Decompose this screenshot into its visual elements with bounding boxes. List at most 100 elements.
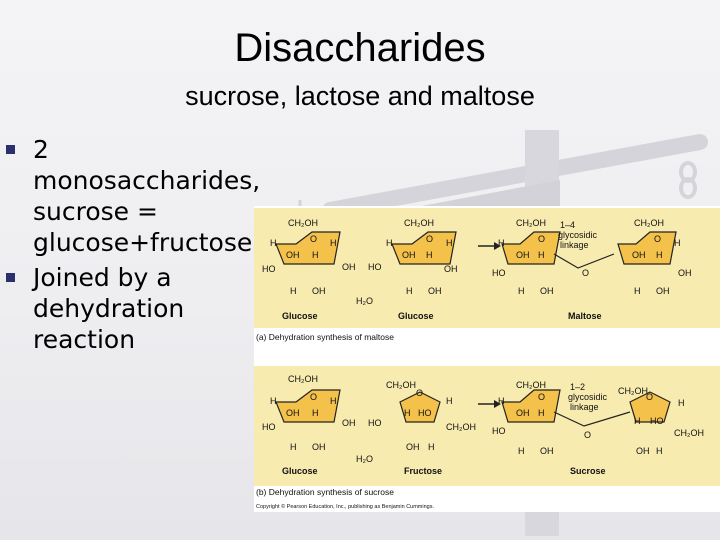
svg-text:O: O (646, 392, 653, 402)
panel-a-linkage-line3: linkage (560, 240, 589, 250)
svg-text:H₂O: H₂O (356, 296, 373, 306)
panel-a-caption: (a) Dehydration synthesis of maltose (256, 332, 394, 342)
panel-b-linkage-line3: linkage (570, 402, 599, 412)
svg-text:H: H (538, 250, 545, 260)
svg-text:OH: OH (402, 250, 416, 260)
svg-text:CH₂OH: CH₂OH (288, 218, 318, 228)
svg-text:OH: OH (286, 408, 300, 418)
svg-text:H: H (446, 396, 453, 406)
panel-a-structures (275, 231, 677, 269)
panel-a-name-1: Glucose (282, 311, 318, 321)
bullet-text: 2 monosaccharides, sucrose = glucose+fru… (33, 135, 261, 257)
svg-text:OH: OH (516, 408, 530, 418)
svg-text:H: H (290, 286, 297, 296)
copyright-text: Copyright © Pearson Education, Inc., pub… (256, 503, 434, 510)
svg-text:HO: HO (492, 426, 506, 436)
svg-text:H: H (538, 408, 545, 418)
panel-b-linkage-line1: 1–2 (570, 382, 585, 392)
svg-text:OH: OH (516, 250, 530, 260)
svg-text:O: O (416, 388, 423, 398)
svg-text:OH: OH (312, 286, 326, 296)
reaction-arrowhead-icon (494, 400, 501, 408)
panel-a-name-3: Maltose (568, 311, 602, 321)
slide-subtitle: sucrose, lactose and maltose (185, 81, 535, 111)
panel-b-structures (275, 389, 671, 427)
panel-b-caption: (b) Dehydration synthesis of sucrose (256, 487, 394, 497)
svg-text:H: H (312, 250, 319, 260)
dehydration-synthesis-figure: CH₂OH CH₂OH CH₂OH CH₂OH O O O O H H H H H H O… (254, 206, 720, 512)
svg-text:H: H (312, 408, 319, 418)
svg-text:CH₂OH: CH₂OH (634, 218, 664, 228)
svg-text:H: H (406, 286, 413, 296)
svg-text:HO: HO (650, 416, 664, 426)
svg-text:O: O (654, 234, 661, 244)
svg-text:OH: OH (632, 250, 646, 260)
svg-text:OH: OH (312, 442, 326, 452)
svg-text:H: H (330, 238, 337, 248)
svg-text:O: O (310, 234, 317, 244)
svg-text:H: H (498, 238, 505, 248)
svg-text:O: O (582, 268, 589, 278)
reaction-diagram: CH₂OH CH₂OH CH₂OH CH₂OH O O O O H H H H H H O… (254, 208, 720, 510)
bullet-text: Joined by a dehydration reaction (33, 263, 185, 354)
svg-text:CH₂OH: CH₂OH (404, 218, 434, 228)
svg-text:O: O (310, 392, 317, 402)
svg-text:OH: OH (406, 442, 420, 452)
svg-text:OH: OH (286, 250, 300, 260)
svg-text:HO: HO (262, 422, 276, 432)
svg-text:H: H (426, 250, 433, 260)
panel-b-name-2: Fructose (404, 466, 442, 476)
bullet-item: 2 monosaccharides, sucrose = glucose+fru… (6, 134, 260, 258)
svg-text:OH: OH (342, 418, 356, 428)
svg-text:H: H (518, 286, 525, 296)
svg-text:O: O (538, 234, 545, 244)
svg-text:H: H (498, 396, 505, 406)
reaction-arrowhead-icon (494, 242, 501, 250)
square-bullet-icon (6, 273, 15, 282)
panel-b-labels: CH₂OH CH₂OH CH₂OH CH₂OH O O O O H H H H H OH H… (262, 374, 704, 464)
svg-text:CH₂OH: CH₂OH (446, 422, 476, 432)
svg-text:H: H (678, 398, 685, 408)
svg-text:H₂O: H₂O (356, 454, 373, 464)
panel-b-background (254, 366, 720, 486)
svg-text:HO: HO (418, 408, 432, 418)
svg-text:CH₂OH: CH₂OH (386, 380, 416, 390)
square-bullet-icon (6, 145, 15, 154)
svg-text:OH: OH (342, 262, 356, 272)
panel-a-linkage-line2: glycosidic (558, 230, 598, 240)
svg-text:OH: OH (540, 286, 554, 296)
svg-text:OH: OH (428, 286, 442, 296)
slide-title: Disaccharides (234, 26, 486, 70)
svg-text:H: H (656, 446, 663, 456)
svg-text:H: H (518, 446, 525, 456)
svg-text:H: H (404, 408, 411, 418)
svg-text:CH₂OH: CH₂OH (618, 386, 648, 396)
svg-text:O: O (538, 392, 545, 402)
svg-text:O: O (426, 234, 433, 244)
svg-text:H: H (386, 238, 393, 248)
svg-text:HO: HO (368, 418, 382, 428)
svg-text:OH: OH (540, 446, 554, 456)
svg-text:CH₂OH: CH₂OH (516, 380, 546, 390)
svg-text:HO: HO (262, 264, 276, 274)
svg-text:H: H (270, 396, 277, 406)
svg-text:OH: OH (656, 286, 670, 296)
svg-text:OH: OH (678, 268, 692, 278)
svg-text:H: H (270, 238, 277, 248)
svg-text:H: H (446, 238, 453, 248)
panel-a-background (254, 208, 720, 328)
bullet-item: Joined by a dehydration reaction (6, 262, 256, 355)
svg-text:H: H (634, 286, 641, 296)
svg-text:H: H (290, 442, 297, 452)
svg-text:CH₂OH: CH₂OH (674, 428, 704, 438)
svg-text:H: H (330, 396, 337, 406)
svg-text:OH: OH (636, 446, 650, 456)
svg-text:H: H (634, 416, 641, 426)
svg-text:CH₂OH: CH₂OH (288, 374, 318, 384)
svg-text:CH₂OH: CH₂OH (516, 218, 546, 228)
svg-text:H: H (428, 442, 435, 452)
panel-b-linkage-line2: glycosidic (568, 392, 608, 402)
panel-b-name-1: Glucose (282, 466, 318, 476)
panel-b-name-3: Sucrose (570, 466, 606, 476)
svg-text:OH: OH (444, 264, 458, 274)
